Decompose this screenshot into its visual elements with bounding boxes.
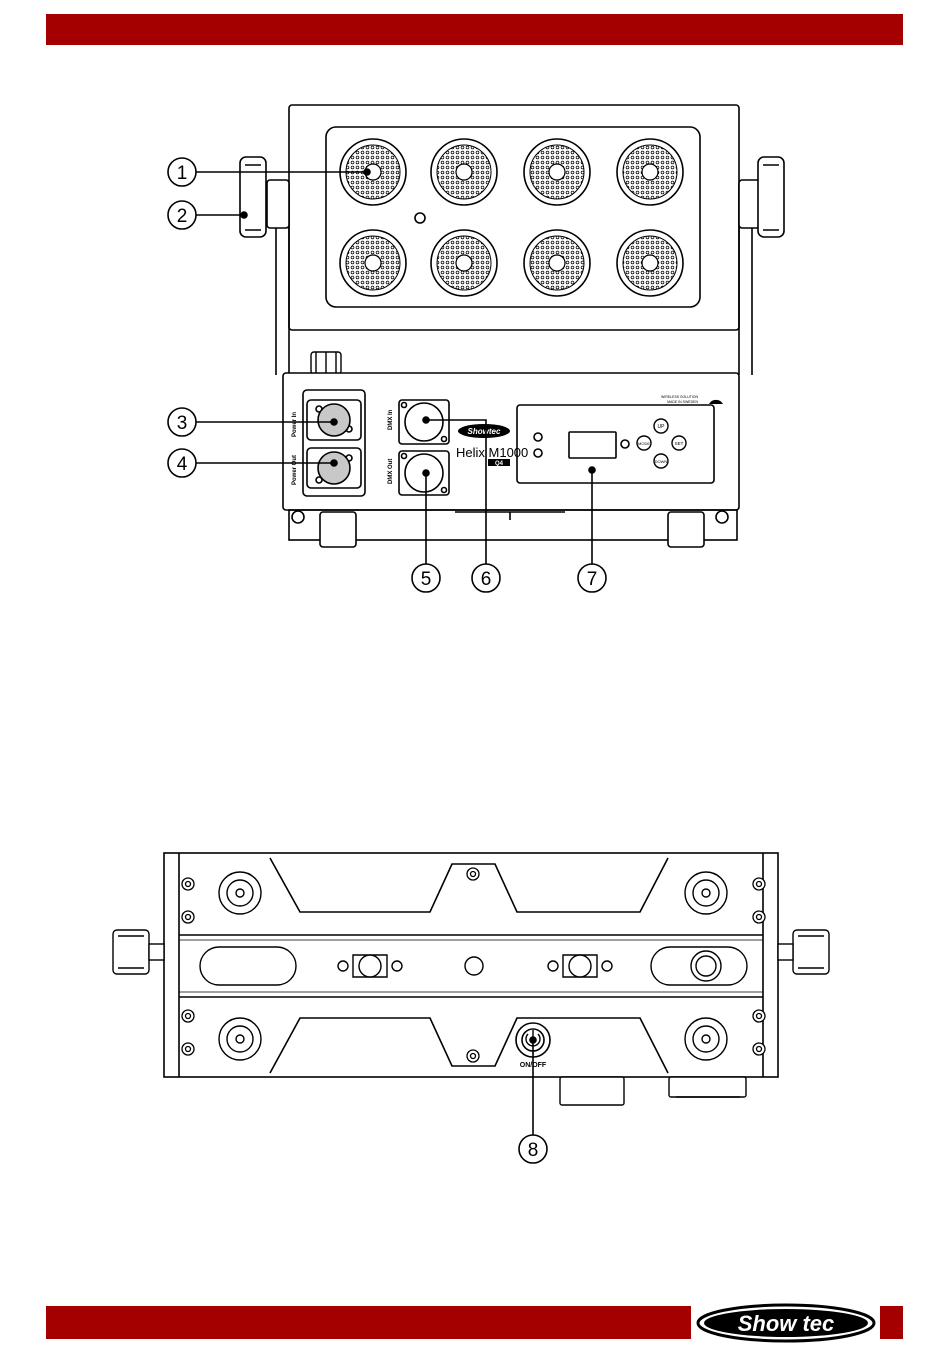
label-dmx-in: DMX In: [388, 409, 394, 430]
display-screen: [569, 432, 616, 458]
callout-5: 5: [412, 564, 440, 592]
cable-gland: [311, 352, 341, 374]
side-knob-left: [113, 930, 164, 974]
callout-3: 3: [168, 408, 196, 436]
svg-text:4: 4: [177, 454, 188, 475]
panel-brand-text: Showtec: [468, 427, 501, 436]
led-lens: [617, 139, 683, 205]
menu-button-mode[interactable]: MODE: [637, 436, 651, 450]
menu-button-up[interactable]: UP: [654, 419, 668, 433]
callout-4: 4: [168, 449, 196, 477]
svg-text:7: 7: [587, 569, 598, 590]
led-lens: [340, 230, 406, 296]
fixture-head: [289, 105, 739, 330]
svg-text:3: 3: [177, 413, 188, 434]
wireless-text-2: MADE IN SWEDEN: [667, 400, 698, 404]
callout-7: 7: [578, 564, 606, 592]
bottom-rail-features: [200, 947, 747, 985]
button-set-label: SET: [675, 441, 684, 446]
button-up-label: UP: [658, 424, 666, 430]
footer-red-bar-end: [880, 1306, 903, 1339]
label-dmx-out: DMX Out: [388, 459, 394, 484]
svg-text:8: 8: [528, 1140, 539, 1161]
led-lens: [524, 230, 590, 296]
svg-text:1: 1: [177, 163, 188, 184]
svg-text:6: 6: [481, 569, 492, 590]
menu-button-set[interactable]: SET: [672, 436, 686, 450]
showtec-logo: Show tec: [694, 1302, 878, 1344]
side-knob-right: [778, 930, 829, 974]
label-power-in: Power In: [292, 412, 298, 437]
led-lens: [617, 230, 683, 296]
callout-8: 8: [519, 1135, 547, 1163]
underside-brackets: [560, 1077, 746, 1105]
led-lens: [431, 139, 497, 205]
menu-button-down[interactable]: DOWN: [654, 454, 668, 468]
callout-1: 1: [168, 158, 196, 186]
lock-knob-left: [240, 157, 266, 237]
wireless-text-1: WIRELESS SOLUTION: [661, 395, 698, 399]
callout-2: 2: [168, 201, 196, 229]
callout-6: 6: [472, 564, 500, 592]
model-suffix: Q4: [495, 461, 504, 467]
led-array: [340, 139, 683, 296]
lock-knob-right: [758, 157, 784, 237]
model-name: Helix M1000: [456, 445, 528, 460]
button-mode-label: MODE: [638, 441, 650, 446]
led-lens: [524, 139, 590, 205]
led-lens: [431, 230, 497, 296]
svg-text:5: 5: [421, 569, 432, 590]
footer-red-bar: [46, 1306, 691, 1339]
svg-text:2: 2: [177, 206, 188, 227]
power-out-socket[interactable]: [318, 452, 350, 484]
logo-text: Show tec: [738, 1311, 835, 1336]
button-down-label: DOWN: [655, 459, 668, 464]
yoke-bracket: [267, 180, 761, 375]
label-power-out: Power Out: [292, 455, 298, 485]
